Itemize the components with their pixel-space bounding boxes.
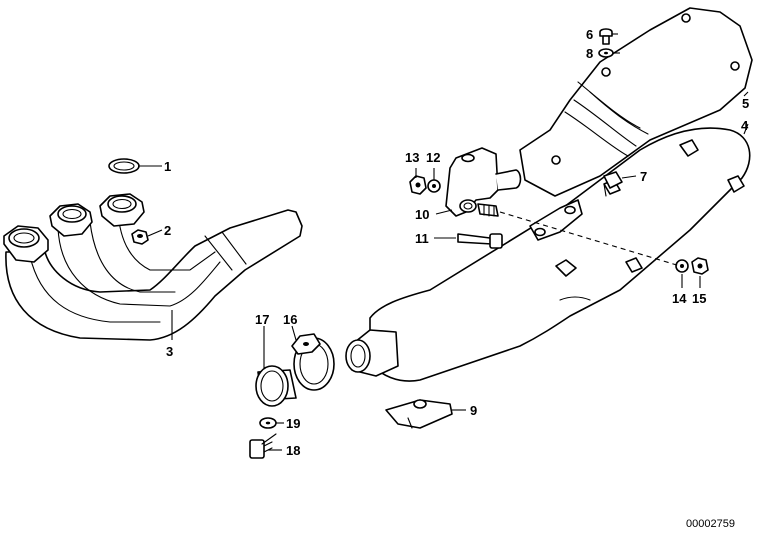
nut-part-2 — [131, 229, 149, 245]
callout-10: 10 — [415, 207, 429, 222]
header-flange-3 — [99, 193, 145, 227]
header-flange-2 — [49, 203, 93, 237]
hanger-bracket-part-10 — [445, 147, 522, 217]
nut-part-15 — [691, 257, 709, 275]
callout-13: 13 — [405, 150, 419, 165]
clamp-part-16 — [291, 333, 335, 391]
heat-shield-part-5 — [519, 7, 753, 197]
callout-19: 19 — [286, 416, 300, 431]
washer-part-12 — [427, 179, 441, 193]
gasket-ring-part-1 — [108, 158, 140, 174]
callout-16: 16 — [283, 312, 297, 327]
callout-3: 3 — [166, 344, 173, 359]
header-flange-1 — [3, 225, 49, 263]
bolt-part-18 — [249, 433, 277, 459]
washer-part-14 — [675, 259, 689, 273]
callout-11: 11 — [415, 231, 429, 246]
callout-2: 2 — [164, 223, 171, 238]
nut-part-13 — [409, 175, 427, 195]
silencer-mounting-tab — [529, 199, 583, 241]
washer-part-8 — [598, 48, 614, 58]
callout-18: 18 — [286, 443, 300, 458]
assembly-axis-line — [499, 211, 681, 267]
washer-part-19 — [259, 417, 277, 429]
document-number: 00002759 — [686, 518, 735, 530]
callout-14: 14 — [672, 291, 687, 306]
callout-7: 7 — [640, 169, 647, 184]
callout-8: 8 — [586, 46, 593, 61]
silencer-part-4 — [369, 127, 751, 382]
exhaust-header-part-3 — [3, 193, 303, 341]
callout-17: 17 — [255, 312, 269, 327]
clip-nut-part-7 — [603, 171, 623, 197]
callout-6: 6 — [586, 27, 593, 42]
callout-5: 5 — [742, 96, 749, 111]
threaded-stud — [477, 203, 499, 217]
callout-15: 15 — [692, 291, 706, 306]
leader-lines — [138, 33, 749, 451]
screw-part-6 — [599, 28, 613, 45]
sleeve-part-17 — [255, 365, 297, 407]
bolt-part-11 — [457, 233, 503, 249]
inlet-pipe — [345, 329, 399, 377]
callout-labels: 1 2 3 4 5 6 7 8 9 10 11 12 13 14 15 16 1… — [164, 27, 749, 458]
callout-12: 12 — [426, 150, 440, 165]
bracket-part-9 — [385, 399, 453, 429]
callout-4: 4 — [741, 118, 749, 133]
callout-9: 9 — [470, 403, 477, 418]
callout-1: 1 — [164, 159, 171, 174]
